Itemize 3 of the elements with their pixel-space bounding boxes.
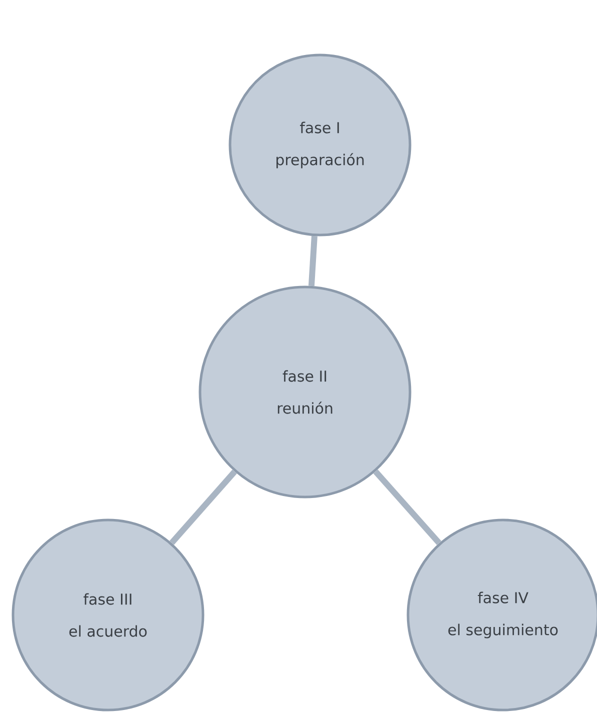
connector-line — [373, 469, 442, 546]
connector-line — [169, 470, 237, 545]
connector-line — [308, 236, 318, 286]
